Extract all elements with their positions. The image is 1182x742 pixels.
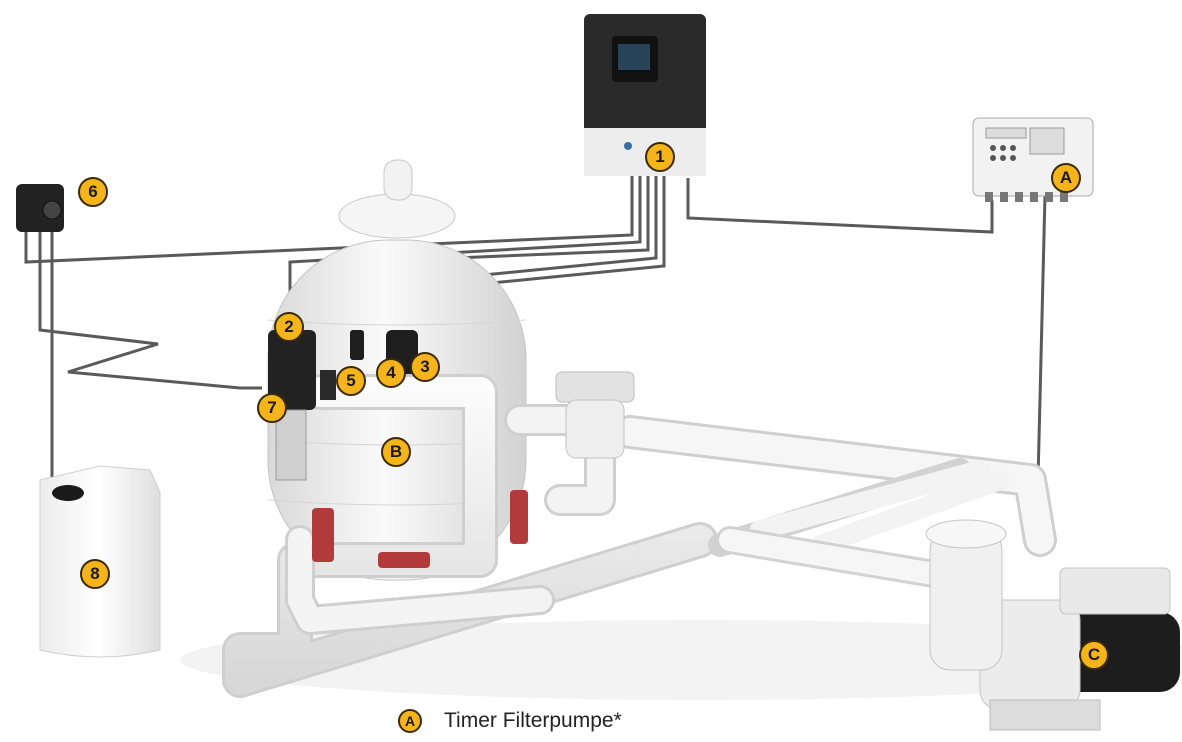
legend-text: Timer Filterpumpe* xyxy=(444,709,622,732)
marker-4: 4 xyxy=(376,358,406,388)
multiport-valve xyxy=(555,371,635,459)
cables xyxy=(24,175,1047,488)
marker-C: C xyxy=(1079,640,1109,670)
legend-marker: A xyxy=(398,709,422,733)
marker-6: 6 xyxy=(78,177,108,207)
pipes xyxy=(222,374,1057,698)
dosing-pump xyxy=(16,184,64,232)
marker-3: 3 xyxy=(410,352,440,382)
legend: A Timer Filterpumpe* xyxy=(398,709,622,733)
marker-A: A xyxy=(1051,163,1081,193)
marker-5: 5 xyxy=(336,366,366,396)
marker-7: 7 xyxy=(257,393,287,423)
marker-B: B xyxy=(381,437,411,467)
filter-pump xyxy=(925,519,1180,731)
marker-8: 8 xyxy=(80,559,110,589)
marker-2: 2 xyxy=(274,312,304,342)
probe-holder xyxy=(268,330,336,481)
marker-1: 1 xyxy=(645,142,675,172)
valve-handles xyxy=(312,490,528,568)
